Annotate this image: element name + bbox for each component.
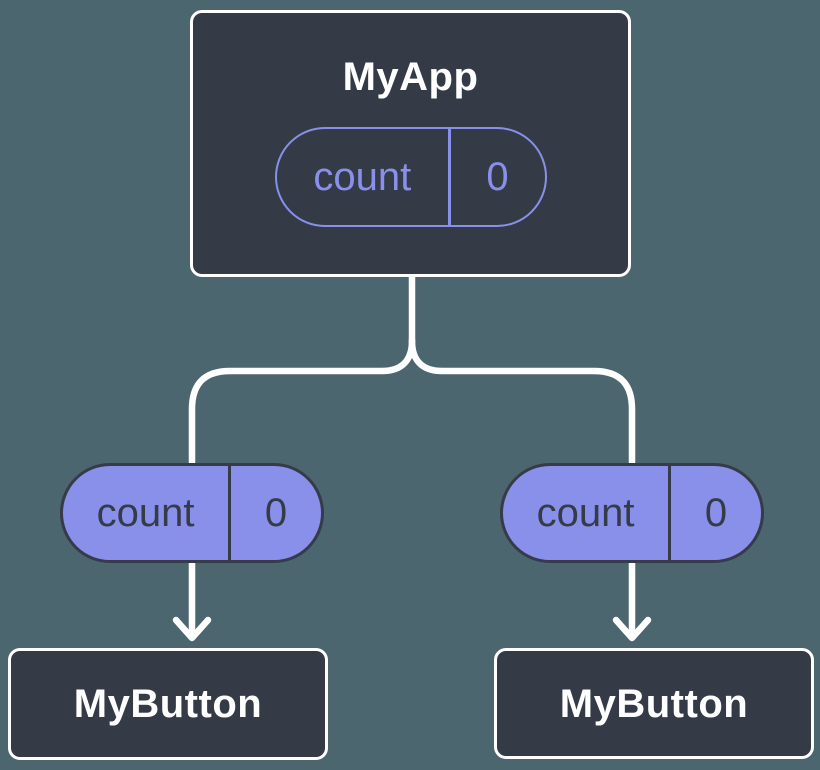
connector-branch-left (188, 337, 416, 637)
component-title: MyApp (342, 55, 479, 99)
prop-name-label: count (313, 154, 412, 199)
component-title: MyButton (73, 682, 263, 726)
component-node-myapp: MyApp count 0 (190, 10, 631, 277)
connector-branch-right (408, 337, 636, 637)
prop-pill-root: count 0 (274, 127, 547, 227)
pill-divider (448, 129, 451, 225)
prop-pill-child-left: count 0 (60, 463, 324, 563)
arrowhead-down-left-icon (172, 616, 212, 642)
prop-value-label: 0 (264, 490, 288, 535)
component-title: MyButton (559, 681, 749, 726)
pill-divider (668, 466, 672, 560)
component-node-mybutton-right: MyButton (494, 648, 814, 759)
prop-name-label: count (96, 490, 195, 535)
pill-divider (228, 466, 232, 560)
prop-pill-child-right: count 0 (500, 463, 764, 563)
arrowhead-down-right-icon (612, 616, 652, 642)
component-node-mybutton-left: MyButton (8, 648, 328, 760)
prop-value-label: 0 (704, 490, 728, 535)
prop-name-label: count (536, 490, 635, 535)
prop-value-label: 0 (486, 154, 509, 199)
